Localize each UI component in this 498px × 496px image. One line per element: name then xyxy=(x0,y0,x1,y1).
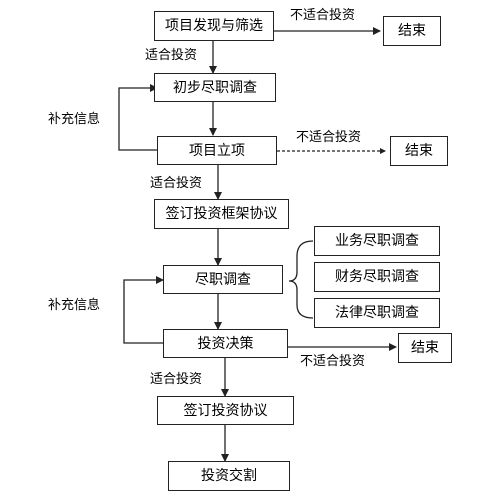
node-closing: 投资交割 xyxy=(168,461,290,491)
label-unsuitable-3: 不适合投资 xyxy=(300,354,366,369)
node-end-3: 结束 xyxy=(398,333,452,363)
label-suitable-2: 适合投资 xyxy=(150,176,203,191)
node-investment-agreement: 签订投资协议 xyxy=(157,396,294,425)
node-project-screening: 项目发现与筛选 xyxy=(154,11,274,41)
loop-supplement-1 xyxy=(118,84,158,151)
node-financial-dd: 财务尽职调查 xyxy=(314,262,440,292)
label-supplement-2: 补充信息 xyxy=(48,298,101,313)
node-legal-dd: 法律尽职调查 xyxy=(314,298,440,328)
loop-supplement-2 xyxy=(123,276,164,344)
brace-dd-subitems xyxy=(288,240,314,319)
node-end-1: 结束 xyxy=(383,16,441,46)
label-suitable-1: 适合投资 xyxy=(145,48,198,63)
node-initial-dd: 初步尽职调查 xyxy=(154,73,276,102)
node-dd: 尽职调查 xyxy=(163,265,283,294)
label-supplement-1: 补充信息 xyxy=(48,112,101,127)
node-framework-agreement: 签订投资框架协议 xyxy=(154,199,289,229)
node-investment-decision: 投资决策 xyxy=(163,329,288,358)
label-unsuitable-2: 不适合投资 xyxy=(296,130,362,145)
label-suitable-3: 适合投资 xyxy=(150,372,203,387)
node-business-dd: 业务尽职调查 xyxy=(314,226,440,256)
node-end-2: 结束 xyxy=(390,136,448,166)
node-approval: 项目立项 xyxy=(157,136,277,165)
label-unsuitable-1: 不适合投资 xyxy=(290,8,356,23)
